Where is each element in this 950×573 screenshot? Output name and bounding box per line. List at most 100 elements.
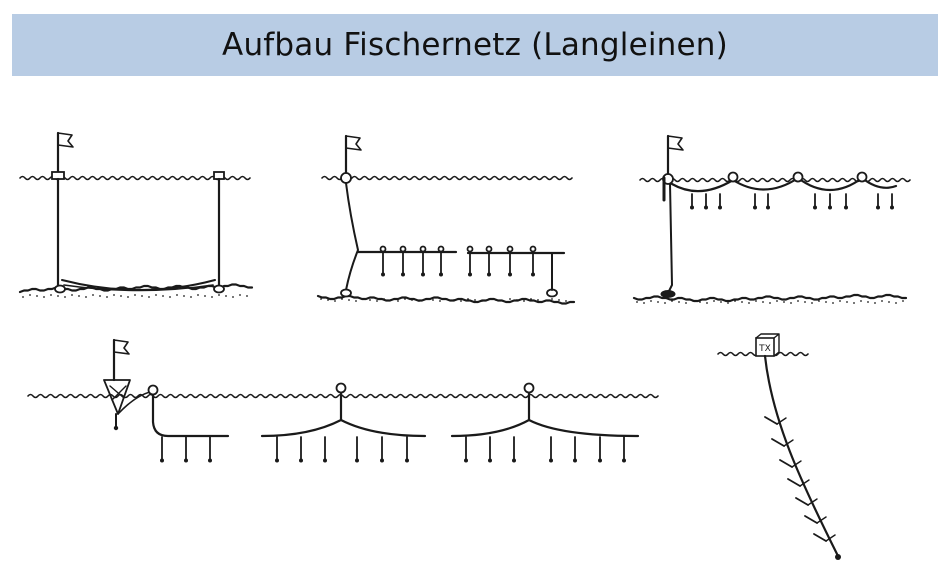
- seabed-grain: [355, 300, 357, 302]
- buoy-line: [345, 182, 359, 291]
- seabed-grain: [685, 302, 687, 304]
- fish-hook-icon: [718, 205, 722, 210]
- fish-hook-icon: [512, 458, 516, 463]
- seabed-grain: [516, 299, 518, 301]
- branch-line: [791, 460, 802, 468]
- fish-hook-icon: [598, 458, 602, 463]
- seabed-grain: [348, 299, 350, 301]
- flag-icon: [57, 132, 74, 148]
- flag-icon: [345, 135, 362, 151]
- seabed: [632, 293, 908, 303]
- seabed-grain: [197, 294, 199, 296]
- fish-hook-icon: [401, 272, 405, 277]
- seabed-grain: [755, 300, 757, 302]
- seabed-grain: [225, 295, 227, 297]
- seabed-grain: [204, 295, 206, 297]
- seabed-grain: [523, 300, 525, 302]
- main-line: [260, 391, 343, 438]
- seabed-grain: [692, 300, 694, 302]
- seabed-grain: [425, 298, 427, 300]
- seabed-grain: [327, 299, 329, 301]
- main-line: [527, 418, 640, 438]
- branch-line: [813, 533, 827, 542]
- main-line: [450, 391, 531, 438]
- fish-hook-icon: [421, 272, 425, 277]
- seabed-grain: [411, 299, 413, 301]
- fish-hook-icon: [622, 458, 626, 463]
- anchor-weight-icon: [340, 288, 352, 298]
- seabed-grain: [92, 294, 94, 296]
- seabed-grain: [362, 298, 364, 300]
- seabed-grain: [246, 295, 248, 297]
- seabed-grain: [678, 301, 680, 303]
- float-buoy-icon: [147, 384, 159, 396]
- branch-line: [795, 497, 809, 506]
- main-line: [63, 284, 214, 292]
- fish-hook-icon: [890, 205, 894, 210]
- seabed-grain: [99, 295, 101, 297]
- seabed-grain: [148, 296, 150, 298]
- main-line: [339, 418, 427, 438]
- seabed-grain: [232, 296, 234, 298]
- fish-hook-icon: [813, 205, 817, 210]
- seabed-grain: [29, 294, 31, 296]
- seabed-grain: [881, 300, 883, 302]
- fish-hook-icon: [299, 458, 303, 463]
- fish-hook-icon: [766, 205, 770, 210]
- seabed-grain: [846, 301, 848, 303]
- transmitter-buoy-icon: [755, 333, 780, 357]
- seabed-grain: [867, 301, 869, 303]
- seabed-grain: [162, 295, 164, 297]
- branch-line: [804, 515, 818, 524]
- seabed-grain: [699, 301, 701, 303]
- anchor-weight-icon: [660, 290, 676, 298]
- title-banner: Aufbau Fischernetz (Langleinen): [12, 14, 938, 76]
- seabed-grain: [502, 300, 504, 302]
- fish-hook-icon: [531, 272, 535, 277]
- seabed-grain: [713, 300, 715, 302]
- fish-hook-icon: [549, 458, 553, 463]
- branch-line: [783, 439, 794, 447]
- seabed-grain: [320, 298, 322, 300]
- seabed-grain: [748, 302, 750, 304]
- seabed-grain: [141, 295, 143, 297]
- seabed-grain: [530, 298, 532, 300]
- seabed-grain: [544, 300, 546, 302]
- seabed-grain: [888, 301, 890, 303]
- seabed-grain: [565, 300, 567, 302]
- branch-line: [816, 516, 827, 524]
- seabed-grain: [390, 299, 392, 301]
- seabed-grain: [671, 300, 673, 302]
- seabed-grain: [439, 300, 441, 302]
- seabed-grain: [134, 294, 136, 296]
- seabed-grain: [706, 302, 708, 304]
- seabed-grain: [643, 302, 645, 304]
- fish-hook-icon: [508, 272, 512, 277]
- vertical-main-line: [763, 354, 840, 558]
- seabed-grain: [488, 298, 490, 300]
- seabed-grain: [71, 294, 73, 296]
- seabed-grain: [155, 294, 157, 296]
- seabed-grain: [239, 294, 241, 296]
- seabed-grain: [790, 302, 792, 304]
- seabed-grain: [720, 301, 722, 303]
- seabed-grain: [727, 302, 729, 304]
- fish-hook-icon: [381, 272, 385, 277]
- fish-hook-icon: [488, 458, 492, 463]
- seabed-grain: [495, 299, 497, 301]
- float-buoy-icon: [340, 172, 352, 184]
- float-buoy-icon: [792, 171, 804, 183]
- seabed-grain: [127, 296, 129, 298]
- seabed-grain: [50, 294, 52, 296]
- fish-hook-icon: [876, 205, 880, 210]
- anchor-weight-icon: [113, 425, 119, 431]
- float-buoy-icon: [335, 382, 347, 394]
- float-buoy-icon: [727, 171, 739, 183]
- float-buoy-icon: [399, 245, 407, 253]
- seabed-grain: [811, 302, 813, 304]
- seabed-grain: [218, 294, 220, 296]
- water-surface: [27, 393, 659, 399]
- fish-hook-icon: [487, 272, 491, 277]
- seabed-grain: [460, 300, 462, 302]
- seabed-grain: [113, 294, 115, 296]
